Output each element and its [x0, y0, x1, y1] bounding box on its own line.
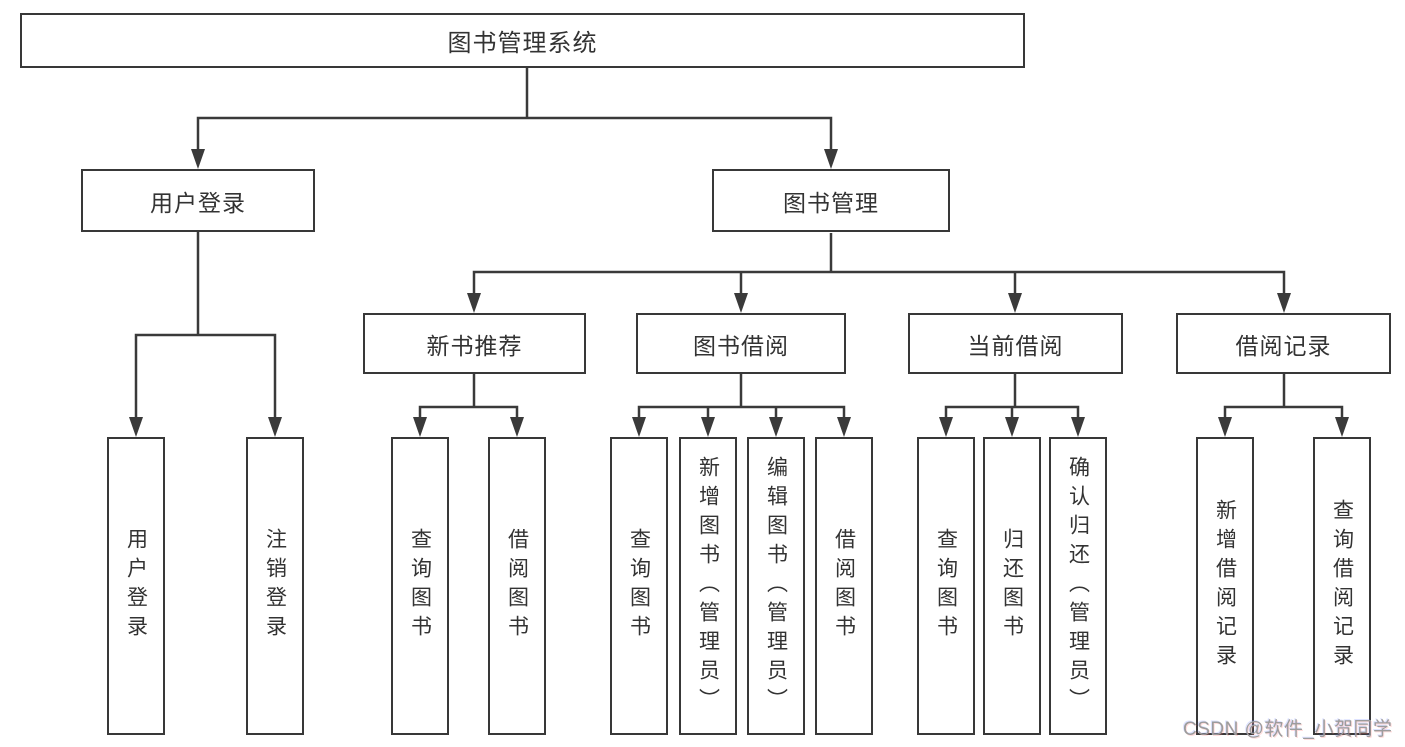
node-current-borrow-label: 当前借阅: [967, 332, 1064, 359]
leaf-add-borrow-record: 新增借阅记录: [1196, 437, 1254, 735]
node-root-label: 图书管理系统: [447, 30, 598, 57]
csdn-watermark: CSDN @软件_小贺同学: [1183, 719, 1393, 740]
leaf-query-books-recommend: 查询图书: [391, 437, 449, 735]
leaf-add-book-admin: 新增图书（管理员）: [679, 437, 737, 735]
node-borrow-records-label: 借阅记录: [1235, 332, 1332, 359]
leaf-query-borrow-record: 查询借阅记录: [1313, 437, 1371, 735]
leaf-query-books-current: 查询图书: [917, 437, 975, 735]
leaf-query-books-borrow: 查询图书: [610, 437, 668, 735]
leaf-borrow-book: 借阅图书: [815, 437, 873, 735]
leaf-confirm-return-admin: 确认归还（管理员）: [1049, 437, 1107, 735]
node-book-management: 图书管理: [712, 169, 950, 232]
node-user-login: 用户登录: [81, 169, 315, 232]
node-new-book-recommend-label: 新书推荐: [426, 332, 523, 359]
leaf-borrow-books-recommend: 借阅图书: [488, 437, 546, 735]
node-user-login-label: 用户登录: [150, 189, 246, 216]
leaf-return-book: 归还图书: [983, 437, 1041, 735]
node-book-borrow: 图书借阅: [636, 313, 846, 374]
node-root: 图书管理系统: [20, 13, 1025, 68]
node-current-borrow: 当前借阅: [908, 313, 1123, 374]
node-book-management-label: 图书管理: [783, 189, 879, 216]
leaf-user-login: 用户登录: [107, 437, 165, 735]
node-borrow-records: 借阅记录: [1176, 313, 1391, 374]
leaf-logout: 注销登录: [246, 437, 304, 735]
node-book-borrow-label: 图书借阅: [693, 332, 789, 359]
node-new-book-recommend: 新书推荐: [363, 313, 586, 374]
leaf-edit-book-admin: 编辑图书（管理员）: [747, 437, 805, 735]
